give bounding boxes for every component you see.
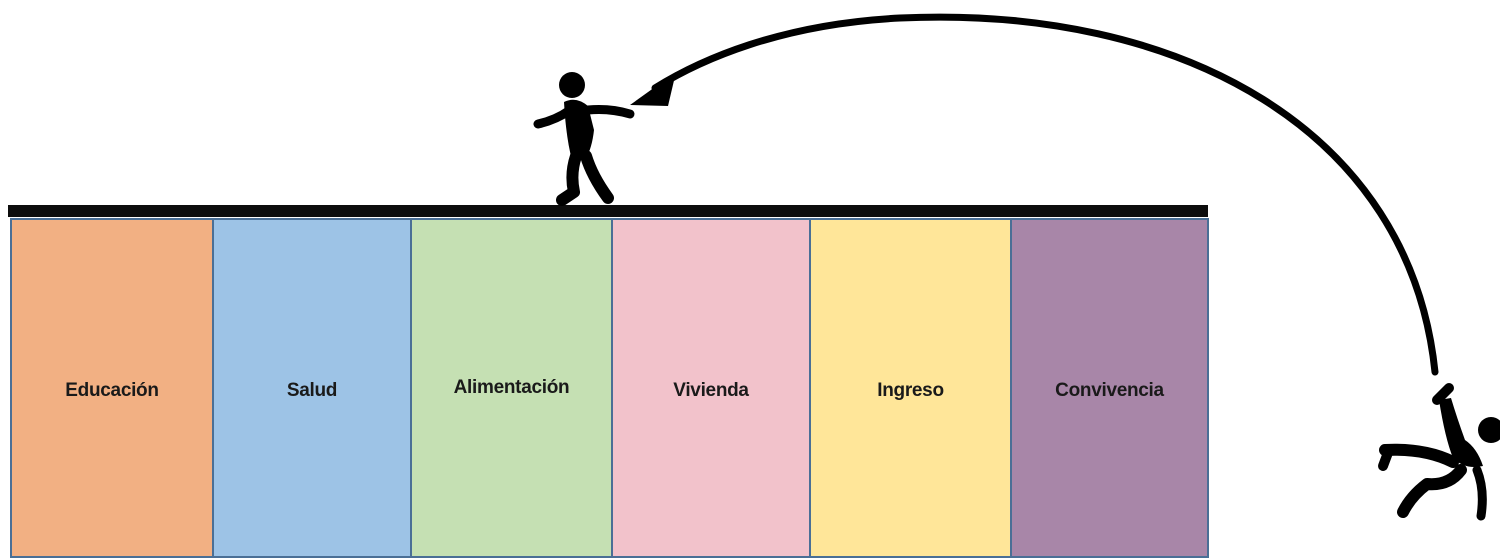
- pillar-vivienda: Vivienda: [611, 218, 811, 558]
- pillar-label-salud: Salud: [286, 380, 338, 401]
- person-falling-icon: [1378, 383, 1500, 521]
- pillar-label-convivencia: Convivencia: [1055, 380, 1164, 401]
- pillar-label-vivienda: Vivienda: [673, 380, 749, 401]
- pillar-label-ingreso: Ingreso: [877, 380, 944, 401]
- pillar-salud: Salud: [212, 218, 412, 558]
- pillar-label-educacion: Educación: [65, 380, 159, 401]
- pillar-convivencia: Convivencia: [1010, 218, 1209, 558]
- pillar-educacion: Educación: [10, 218, 214, 558]
- person-walking-icon: [533, 72, 635, 206]
- pillar-ingreso: Ingreso: [809, 218, 1012, 558]
- pillar-alimentacion: Alimentación: [410, 218, 613, 558]
- pillar-label-alimentacion: Alimentación: [453, 377, 570, 398]
